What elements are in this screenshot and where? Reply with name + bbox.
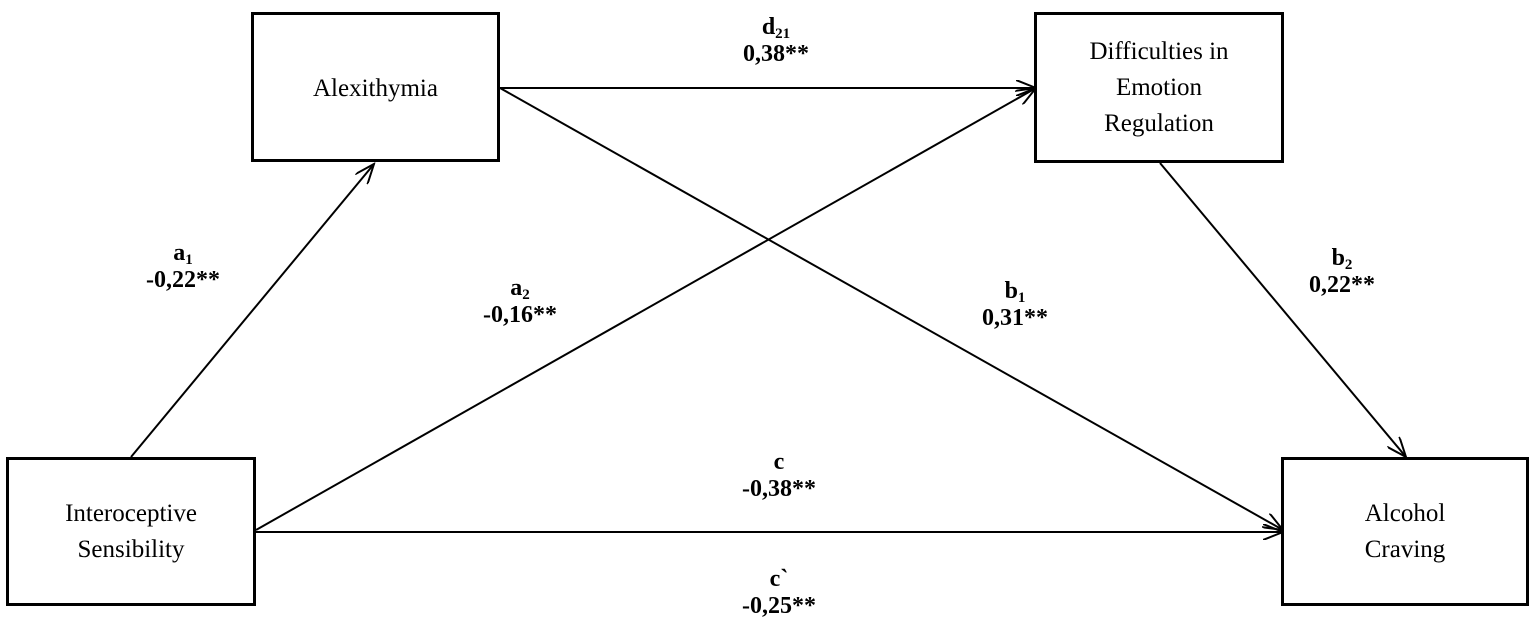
- path-label-b1-coefficient: 0,31**: [982, 305, 1048, 331]
- path-label-b2: b2 0,22**: [1262, 245, 1422, 299]
- path-label-b1: b1 0,31**: [935, 278, 1095, 332]
- path-label-d21-coefficient: 0,38**: [743, 41, 809, 67]
- path-label-d21-symbol: d21: [761, 14, 791, 42]
- difficulties-emotion-regulation-label: Difficulties in Emotion Regulation: [1089, 37, 1229, 137]
- path-label-d21: d21 0,38**: [696, 14, 856, 68]
- path-label-c-prime-coefficient: -0,25**: [742, 593, 816, 619]
- arrow-interoceptive-to-alexithymia: [130, 164, 374, 458]
- path-label-b2-coefficient: 0,22**: [1309, 272, 1375, 298]
- interoceptive-sensibility-box: Interoceptive Sensibility: [6, 457, 256, 606]
- arrow-interoceptive-to-difficulties: [255, 88, 1036, 531]
- alcohol-craving-box: Alcohol Craving: [1281, 457, 1529, 606]
- path-label-a2: a2 -0,16**: [440, 275, 600, 329]
- path-label-c-coefficient: -0,38**: [742, 476, 816, 502]
- path-label-c-symbol: c: [773, 449, 785, 475]
- difficulties-emotion-regulation-box: Difficulties in Emotion Regulation: [1034, 12, 1284, 163]
- path-label-a2-symbol: a2: [510, 275, 530, 303]
- path-label-a1-coefficient: -0,22**: [146, 267, 220, 293]
- arrow-alexithymia-to-craving: [499, 87, 1283, 530]
- alexithymia-label: Alexithymia: [313, 75, 438, 102]
- arrow-difficulties-to-craving: [1159, 162, 1406, 457]
- path-label-a1: a1 -0,22**: [103, 240, 263, 294]
- path-label-c-prime-symbol: c`: [769, 566, 789, 592]
- alexithymia-box: Alexithymia: [251, 12, 500, 162]
- alcohol-craving-label: Alcohol Craving: [1364, 499, 1446, 563]
- path-label-c: c -0,38**: [699, 449, 859, 503]
- path-label-c-prime: c` -0,25**: [699, 566, 859, 620]
- path-label-b1-symbol: b1: [1004, 278, 1026, 306]
- path-label-a1-symbol: a1: [173, 240, 193, 268]
- path-label-a2-coefficient: -0,16**: [483, 302, 557, 328]
- path-label-b2-symbol: b2: [1331, 245, 1353, 273]
- interoceptive-sensibility-label: Interoceptive Sensibility: [65, 499, 197, 563]
